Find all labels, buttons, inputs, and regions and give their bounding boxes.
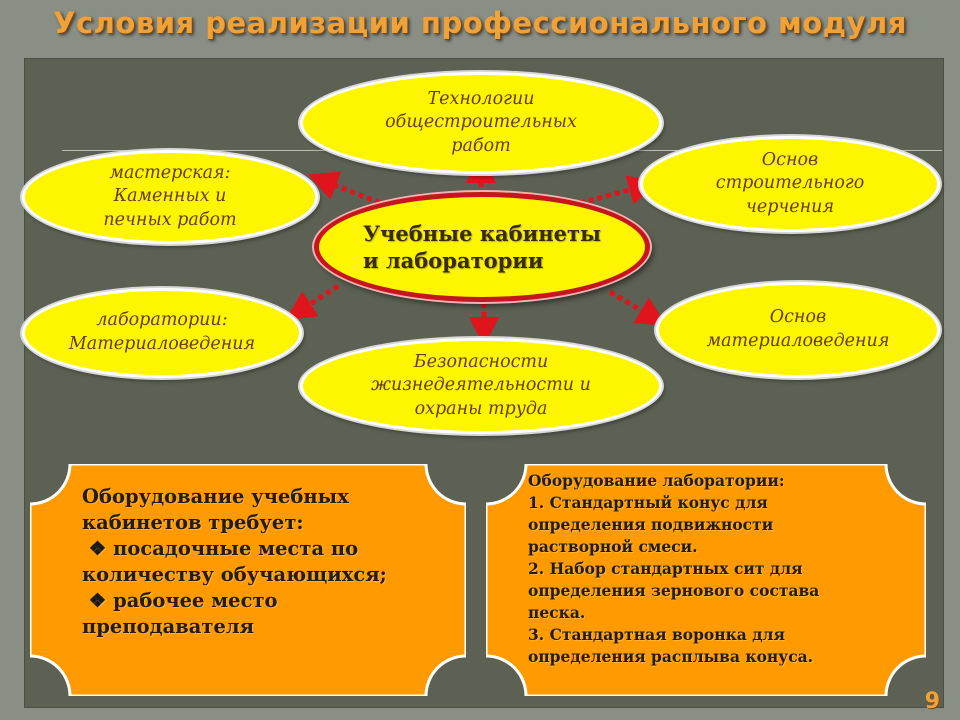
lab-line-2: определения подвижности	[528, 515, 774, 534]
classroom-heading-line2: кабинетов требует:	[82, 510, 304, 534]
node-life-safety: Безопасности жизнедеятельности и охраны …	[300, 338, 662, 434]
lab-line-5: определения зернового состава	[528, 581, 820, 600]
diamond-bullet-icon: ❖	[88, 588, 107, 612]
page-number: 9	[924, 689, 940, 714]
center-label-line1: Учебные кабинеты	[362, 220, 602, 246]
node-materials-basics: Основ материаловедения	[656, 282, 940, 378]
lab-line-3: растворной смеси.	[528, 537, 698, 556]
lab-line-8: определения расплыва конуса.	[528, 647, 814, 666]
arrow-to-right-lower	[608, 289, 667, 326]
arrow-to-left-upper	[308, 171, 381, 206]
arrow-to-right-upper	[579, 175, 659, 206]
lab-line-7: 3. Стандартная воронка для	[528, 625, 785, 644]
classroom-item-seats: ❖ посадочные места по	[88, 536, 359, 560]
lab-line-4: 2. Набор стандартных сит для	[528, 559, 803, 578]
diamond-bullet-icon: ❖	[88, 536, 107, 560]
lab-line-1: 1. Стандартный конус для	[528, 493, 768, 512]
node-construction-drawing: Основ строительного черчения	[640, 136, 940, 232]
slide-title: Условия реализации профессионального мод…	[53, 6, 907, 40]
node-materials-lab: лаборатории: Материаловедения	[22, 288, 302, 378]
lab-equipment-box: Оборудование лаборатории: 1. Стандартный…	[484, 462, 928, 698]
lab-line-0: Оборудование лаборатории:	[528, 471, 785, 490]
node-masonry-workshop: мастерская: Каменных и печных работ	[22, 150, 318, 244]
classroom-equipment-box: Оборудование учебных кабинетов требует: …	[28, 462, 468, 698]
classroom-item-teacher: ❖ рабочее место	[88, 588, 278, 612]
classroom-heading-line1: Оборудование учебных	[82, 485, 349, 508]
center-label-line2: и лаборатории	[362, 248, 544, 273]
node-technologies: Технологии общестроительных работ	[300, 72, 662, 174]
arrow-to-left-lower	[285, 283, 340, 321]
lab-line-6: песка.	[528, 603, 586, 622]
center-node-classrooms-labs: Учебные кабинеты и лаборатории	[314, 192, 650, 302]
